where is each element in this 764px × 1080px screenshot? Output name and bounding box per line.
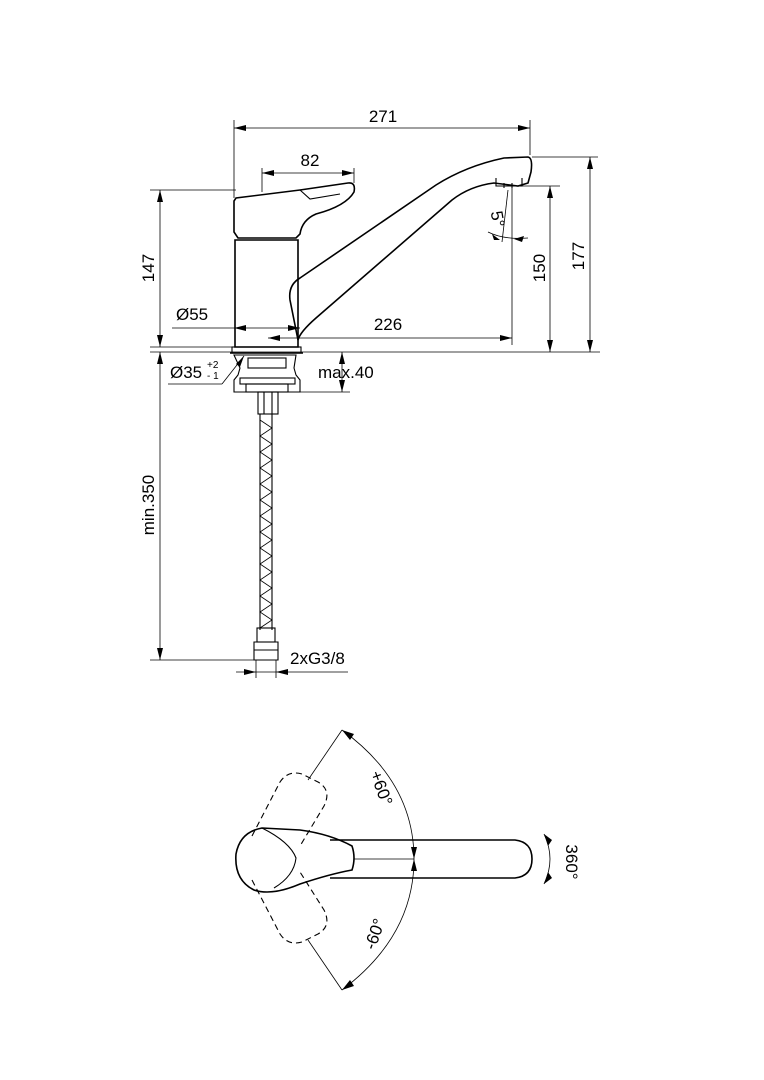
side-view: 271 82 147 Ø55 [139, 107, 600, 678]
dim-connection: 2xG3/8 [236, 649, 348, 678]
dim-label-tol-lower: - 1 [207, 371, 219, 382]
dim-label-5deg: 5° [487, 209, 509, 228]
dim-hose-length: min.350 [139, 352, 254, 661]
dim-label-o35: Ø35 [170, 363, 202, 382]
lever-position-minus-60 [251, 871, 328, 944]
flexible-hose [253, 414, 279, 661]
mixer-body [234, 239, 299, 348]
dim-overall-width: 271 [233, 107, 531, 198]
dim-label-82: 82 [301, 151, 320, 170]
spout [288, 156, 533, 341]
dim-label-connection: 2xG3/8 [290, 649, 345, 668]
mounting-kit [230, 352, 303, 415]
dim-base-diameter: Ø55 [172, 305, 300, 331]
lever-handle [233, 182, 356, 239]
dim-label-226: 226 [374, 315, 402, 334]
lever-position-plus-60 [251, 772, 328, 847]
dim-label-max40: max.40 [318, 363, 374, 382]
dim-label-177: 177 [569, 242, 588, 270]
lever-slot [299, 189, 341, 200]
dim-body-height: 147 [139, 189, 236, 348]
dim-mount-hole: Ø35 +2 - 1 [168, 355, 245, 385]
dim-label-150: 150 [530, 254, 549, 282]
spout-top [330, 839, 533, 879]
dim-label-271: 271 [369, 107, 397, 126]
dim-lever-width: 82 [261, 151, 355, 192]
dim-overall-height: 177 [532, 156, 598, 352]
lever-top [235, 827, 355, 893]
dim-label-147: 147 [139, 254, 158, 282]
dim-label-o55: Ø55 [176, 305, 208, 324]
dim-label-tol-upper: +2 [207, 360, 219, 371]
dim-spout-height: 150 [520, 185, 560, 352]
rotation-plus-60: +60° [366, 768, 396, 808]
dim-spout-angle: 5° [487, 189, 529, 243]
dim-label-min350: min.350 [139, 475, 158, 535]
rotation-360: 360° [562, 844, 581, 879]
rotation-minus-60: -60° [361, 916, 390, 952]
dim-max-deck: max.40 [296, 352, 374, 393]
top-view: +60° -60° 360° [235, 729, 581, 991]
dim-reach: 226 [268, 188, 513, 345]
aerator [495, 178, 523, 187]
